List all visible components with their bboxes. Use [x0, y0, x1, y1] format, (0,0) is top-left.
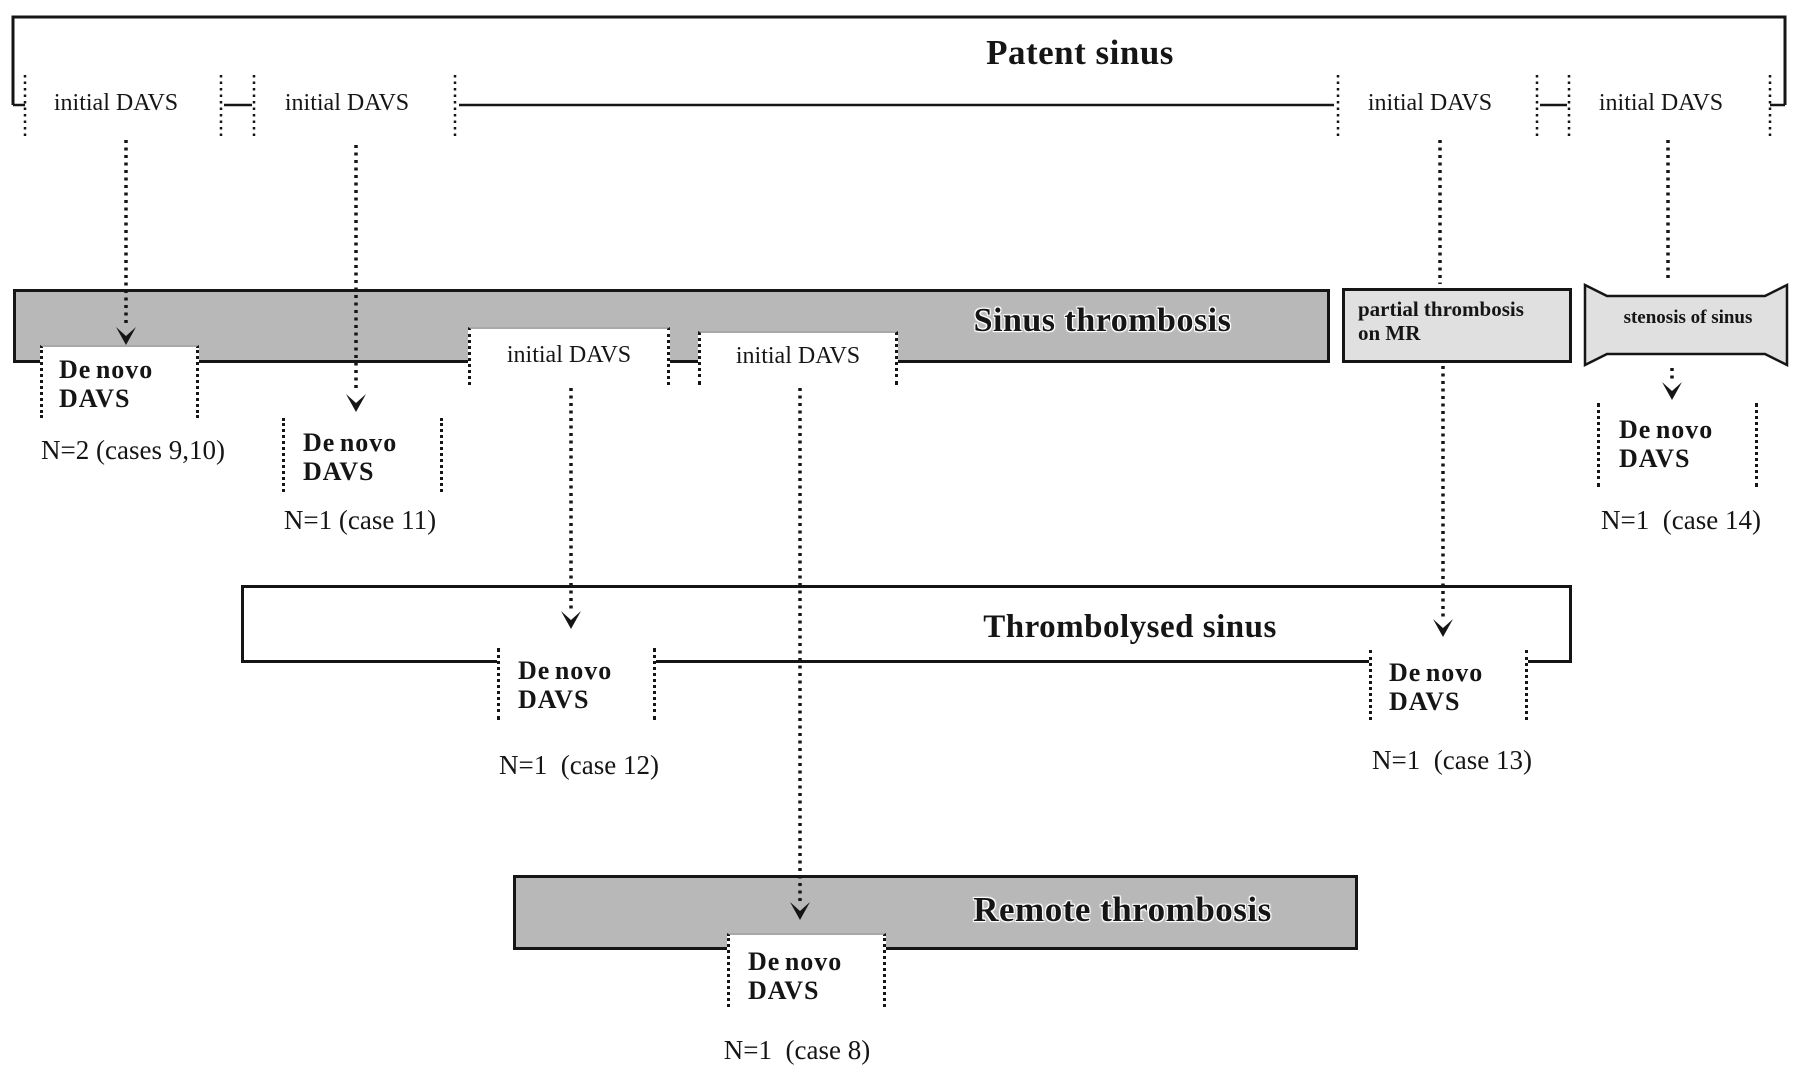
- remote-thrombosis-bar: [513, 875, 1358, 950]
- partial-thrombosis-line2: on MR: [1358, 321, 1421, 345]
- patent-sinus-title: Patent sinus: [986, 33, 1174, 72]
- sinus-thrombosis-title: Sinus thrombosis: [973, 302, 1232, 339]
- denovo-box-case-14: De novo DAVS: [1597, 403, 1758, 487]
- count-cases-9-10: N=2 (cases 9,10): [41, 435, 225, 465]
- denovo-line1: De novo: [748, 947, 843, 976]
- initial-davs-label-6: initial DAVS: [735, 343, 861, 369]
- count-case-14: N=1 (case 14): [1601, 505, 1761, 535]
- denovo-box-case-13: De novo DAVS: [1369, 650, 1528, 720]
- denovo-box-cases-9-10: De novo DAVS: [40, 345, 199, 418]
- denovo-line1: De novo: [1389, 658, 1484, 687]
- denovo-line1: De novo: [1619, 415, 1714, 444]
- arrow-stenosis-to-denovo-14: [1662, 368, 1682, 400]
- stenosis-of-sinus-label: stenosis of sinus: [1623, 307, 1753, 328]
- count-case-11: N=1 (case 11): [283, 505, 437, 535]
- count-case-12: N=1 (case 12): [499, 750, 659, 780]
- count-case-8: N=1 (case 8): [723, 1035, 871, 1065]
- initial-davs-label-1: initial DAVS: [53, 90, 179, 116]
- denovo-line2: DAVS: [303, 457, 375, 486]
- initial-davs-box-6: initial DAVS: [698, 331, 898, 385]
- denovo-box-case-12: De novo DAVS: [497, 648, 656, 720]
- denovo-line2: DAVS: [1389, 687, 1461, 716]
- sinus-thrombosis-bar: [13, 289, 1330, 363]
- arrow-initial2-to-denovo-11: [346, 145, 366, 412]
- initial-davs-label-5: initial DAVS: [506, 342, 632, 368]
- initial-davs-label-3: initial DAVS: [1367, 90, 1493, 116]
- denovo-box-case-11: De novo DAVS: [282, 418, 443, 492]
- denovo-line1: De novo: [518, 656, 613, 685]
- initial-davs-box-5: initial DAVS: [468, 327, 670, 385]
- thrombolysed-sinus-box: [241, 585, 1572, 663]
- denovo-line2: DAVS: [518, 685, 590, 714]
- denovo-line2: DAVS: [748, 976, 820, 1005]
- count-case-13: N=1 (case 13): [1372, 745, 1532, 775]
- denovo-line1: De novo: [303, 428, 398, 457]
- thrombolysed-sinus-title: Thrombolysed sinus: [983, 609, 1277, 645]
- initial-davs-label-4: initial DAVS: [1598, 90, 1724, 116]
- denovo-box-case-8: De novo DAVS: [727, 933, 886, 1007]
- partial-thrombosis-label: partial thrombosis on MR: [1358, 297, 1568, 345]
- initial-davs-label-2: initial DAVS: [284, 90, 410, 116]
- denovo-line2: DAVS: [1619, 444, 1691, 473]
- partial-thrombosis-line1: partial thrombosis: [1358, 297, 1524, 321]
- denovo-line1: De novo: [59, 355, 154, 384]
- remote-thrombosis-title: Remote thrombosis: [973, 890, 1272, 929]
- partial-thrombosis-box: [1342, 288, 1572, 363]
- denovo-line2: DAVS: [59, 384, 131, 413]
